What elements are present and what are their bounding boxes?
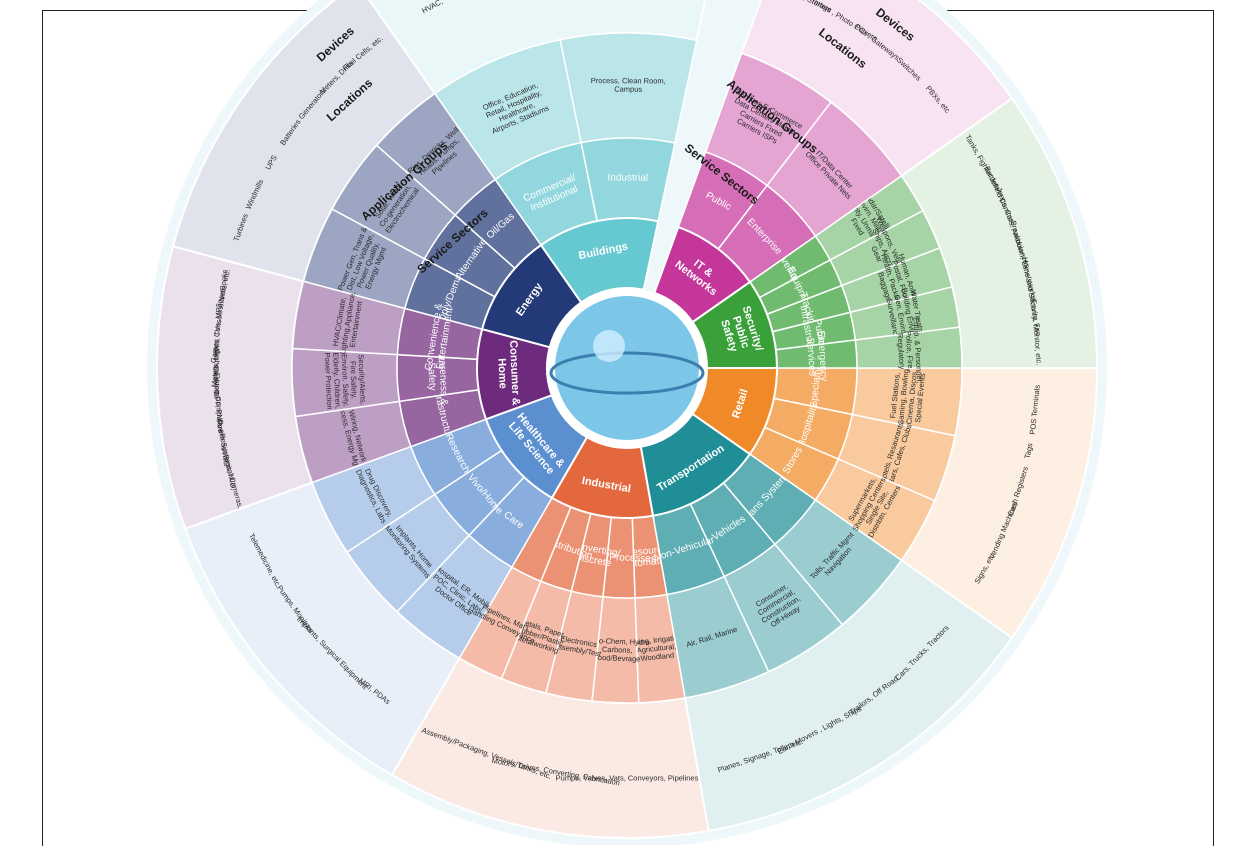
device-label: Washer/Dryers, (212, 346, 222, 398)
globe-band (549, 351, 705, 395)
device-label: Pumps, Valves, Vats, Conveyors, Pipeline… (556, 773, 699, 782)
sector-label-consumer-home-line: Consumer & (507, 340, 522, 406)
location-label-buildings-line: Process, Clean Room, (591, 76, 666, 85)
sector-label-consumer-home-line: Home (495, 358, 508, 389)
app-label-awareness-safety-line: Awareness & (436, 346, 450, 405)
location-label-consumer-home-line: Fire Safety, (348, 361, 359, 399)
app-label-resource-automation-line: Resource (624, 544, 668, 559)
location-label-security-public-safety: Equip. & Personnel,Police, Fire,Regulato… (896, 317, 925, 384)
app-label-specialty: Specialty (809, 367, 824, 408)
location-label-security-public-safety-line: Equip. & Personnel, (911, 317, 924, 384)
app-label-public-infrastructure-line: Public (811, 318, 827, 347)
location-label-industrial-line: Woodland (640, 651, 674, 663)
app-label-emergency-services-line: Emergency (815, 330, 829, 381)
location-label-consumer-home: Security/Alerts,Fire Safety,Environ. Saf… (323, 352, 368, 410)
location-label-security-public-safety-line: Police, Fire, (904, 331, 915, 371)
app-label-awareness-safety: Awareness &Safety (425, 346, 450, 405)
app-label-awareness-safety-line: Safety (425, 362, 437, 391)
app-label-industrial-line: Industrial (608, 173, 649, 184)
location-label-security-public-safety-line: Regulatory (896, 333, 907, 370)
location-label-industrial-line: Food/Bevrage (593, 653, 640, 664)
sector-label-consumer-home: Consumer &Home (495, 340, 522, 406)
location-label-industrial-line: Carbons, (602, 645, 633, 655)
device-label: Tags (1023, 442, 1035, 460)
globe-highlight (593, 330, 625, 362)
location-label-buildings: Process, Clean Room,Campus (591, 76, 666, 94)
globe-icon (555, 296, 699, 440)
app-label-industrial: Industrial (608, 173, 649, 184)
location-label-retail: Fuel Stations,Gaming, Bowling,Cinema, Di… (888, 367, 927, 426)
location-label-industrial-line: Agricultural, (636, 642, 676, 655)
location-label-industrial-line: Petro-Chem, Hydro (585, 636, 650, 647)
location-label-buildings-line: Campus (614, 85, 642, 94)
app-label-emergency-services-line: Services (804, 337, 817, 376)
app-label-specialty-line: Specialty (809, 367, 824, 408)
location-label-consumer-home-line: Elderly, Children, (331, 352, 342, 409)
location-label-industrial: Mining, Irrigation,Agricultural,Woodland (627, 633, 685, 663)
location-label-consumer-home-line: Environ. Safety, (340, 354, 351, 407)
location-label-consumer-home-line: Power Protection (323, 352, 334, 409)
location-label-consumer-home-line: Security/Alerts, (356, 354, 367, 405)
